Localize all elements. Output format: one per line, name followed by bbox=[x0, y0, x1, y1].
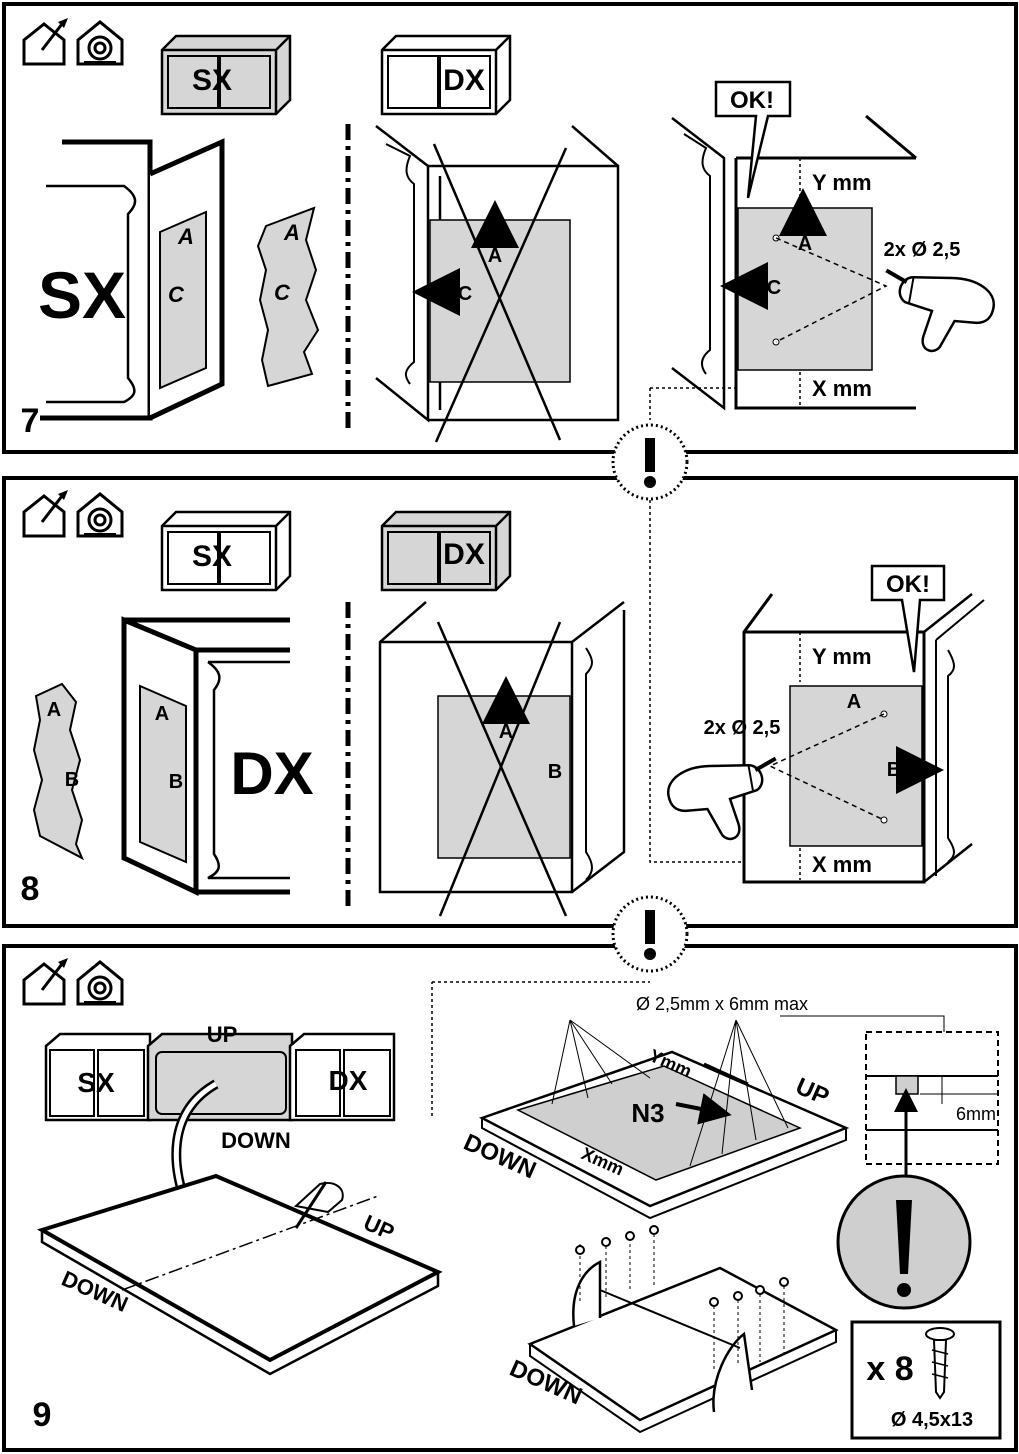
screw-size: Ø 4,5x13 bbox=[891, 1409, 973, 1431]
step-number: 8 bbox=[21, 870, 40, 908]
correct-placement: OK! Y mm X mm A B 2x Ø 2,5 bbox=[662, 564, 985, 884]
correct-placement: OK! Y mm X mm A C 2x Ø 2,5 bbox=[671, 80, 1000, 411]
drill-spec: 2x Ø 2,5 bbox=[704, 717, 781, 739]
wrong-placement: A B bbox=[378, 601, 626, 917]
sheet-letter-b: B bbox=[65, 769, 79, 791]
step-number: 7 bbox=[21, 402, 40, 440]
ok-callout-label: OK! bbox=[730, 87, 774, 114]
dimension-y: Y mm bbox=[812, 170, 872, 195]
panel-letter-a: A bbox=[177, 224, 194, 249]
cabinet-dx-label: DX bbox=[443, 538, 485, 571]
ok-arrow-label-c: C bbox=[767, 277, 781, 299]
screw-count: x 8 bbox=[866, 1350, 913, 1388]
panel-letter-b: B bbox=[169, 771, 183, 793]
drill-spec: 2x Ø 2,5 bbox=[884, 239, 961, 261]
cabinet-dx-label: DX bbox=[443, 64, 485, 97]
hole-depth-detail: 6mm bbox=[836, 1031, 999, 1310]
side-label: SX bbox=[38, 258, 126, 332]
up-label: UP bbox=[207, 1022, 238, 1047]
sheet-letter-a: A bbox=[283, 220, 300, 245]
hand-pencil-icon bbox=[293, 1181, 344, 1229]
arrow-label-b: B bbox=[548, 761, 562, 783]
cabinet-sx-label: SX bbox=[77, 1067, 115, 1098]
cabinet-sx-label: SX bbox=[192, 540, 232, 573]
panel-letter-a: A bbox=[155, 703, 169, 725]
step-8-panel: SX DX A B A B DX A bbox=[2, 476, 1018, 928]
arrow-label-a: A bbox=[499, 721, 513, 743]
warning-icon bbox=[611, 895, 689, 973]
sheet-letter-c: C bbox=[274, 280, 291, 305]
step-7-panel: SX DX SX A C A C bbox=[2, 2, 1018, 454]
dimension-x: X mm bbox=[812, 376, 872, 401]
wrong-placement: A C bbox=[375, 125, 620, 443]
screw-count-box: x 8 Ø 4,5x13 bbox=[850, 1320, 1002, 1440]
ok-arrow-label-a: A bbox=[798, 233, 812, 255]
arrow-label-c: C bbox=[458, 283, 472, 305]
template-sheet: A B bbox=[32, 682, 85, 861]
warning-icon bbox=[611, 423, 689, 501]
cabinet-dx-highlighted: DX bbox=[380, 510, 512, 592]
cabinet-dx: DX bbox=[380, 34, 512, 116]
ok-arrow-label-a: A bbox=[847, 691, 861, 713]
side-panel-view: A B DX bbox=[121, 616, 314, 896]
step-9-panel: SX DX UP DOWN DOWN UP bbox=[2, 944, 1018, 1452]
cabinet-sx-label: SX bbox=[192, 64, 232, 97]
depth-label: 6mm bbox=[956, 1104, 996, 1124]
dimension-y: Y mm bbox=[812, 644, 872, 669]
step-number: 9 bbox=[33, 1396, 52, 1434]
cabinet-dx-label: DX bbox=[329, 1065, 368, 1096]
hole-template-board: Ø 2,5mm x 6mm max N3 Ymm Xmm DOWN UP bbox=[431, 981, 945, 1220]
hole-spec: Ø 2,5mm x 6mm max bbox=[636, 994, 808, 1014]
cabinet-row: SX DX UP DOWN bbox=[44, 1022, 396, 1212]
ok-arrow-label-b: B bbox=[887, 759, 901, 781]
cabinet-sx: SX bbox=[160, 510, 292, 592]
side-panel-view: SX A C bbox=[38, 138, 225, 421]
template-sheet: A C bbox=[256, 206, 320, 388]
down-label: DOWN bbox=[221, 1128, 291, 1153]
dimension-x: X mm bbox=[812, 852, 872, 877]
panel-letter-c: C bbox=[168, 282, 185, 307]
screw-icon bbox=[925, 1327, 955, 1400]
side-label: DX bbox=[230, 740, 313, 807]
part-label: N3 bbox=[631, 1098, 664, 1128]
sheet-letter-a: A bbox=[47, 699, 61, 721]
ok-callout-label: OK! bbox=[886, 571, 930, 598]
arrow-label-a: A bbox=[488, 245, 502, 267]
cabinet-sx-highlighted: SX bbox=[160, 34, 292, 116]
